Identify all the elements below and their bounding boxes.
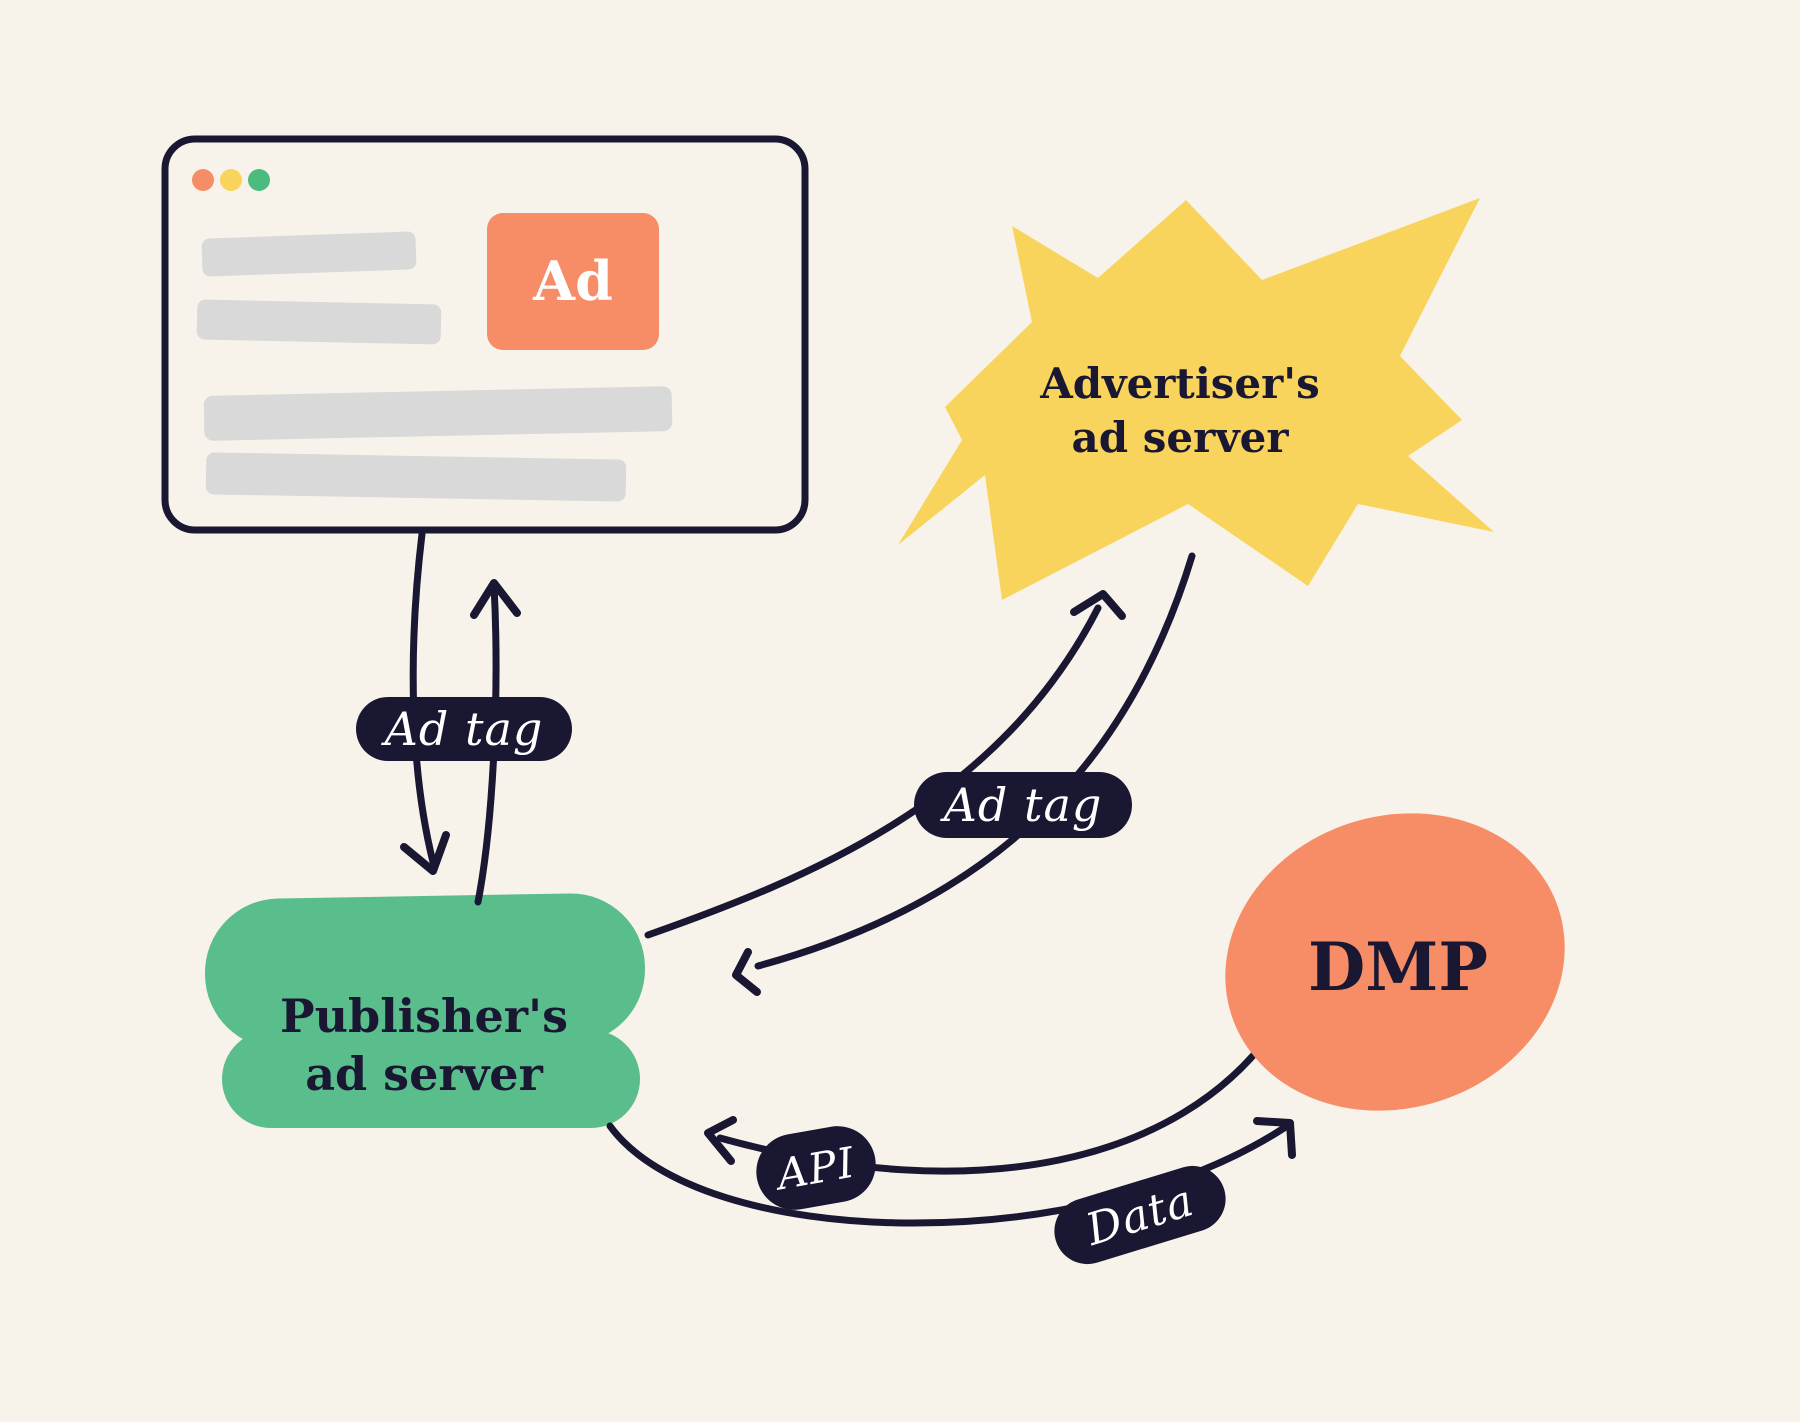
- pill-background: [756, 1126, 876, 1210]
- traffic-light-expand: [248, 169, 270, 191]
- pill-text: Ad tag: [940, 778, 1103, 832]
- publisher-blob-top: [205, 893, 645, 1049]
- edge-label-api: API: [756, 1126, 876, 1210]
- arrowhead-up-icon: [470, 579, 521, 619]
- arrow-publisher-to-advertiser: [644, 604, 1102, 939]
- ad-banner-label: Ad: [532, 249, 613, 313]
- placeholder-line: [205, 452, 627, 502]
- arrowhead-api-icon: [704, 1116, 737, 1165]
- publisher-label-line2: ad server: [305, 1047, 543, 1101]
- traffic-light-minimize: [220, 169, 242, 191]
- placeholder-line: [196, 299, 442, 345]
- publisher-blob-bottom: [222, 1030, 640, 1128]
- dmp-blob: [1225, 813, 1565, 1111]
- dmp-label: DMP: [1308, 928, 1488, 1006]
- arrowhead-data-icon: [1253, 1117, 1296, 1159]
- arrowhead-left-icon: [732, 948, 761, 996]
- advertiser-label-line2: ad server: [1072, 413, 1290, 462]
- placeholder-line: [201, 231, 417, 277]
- pill-text: Ad tag: [381, 702, 544, 756]
- edge-label-ad-tag-mid: Ad tag: [914, 772, 1132, 838]
- placeholder-line: [203, 386, 673, 441]
- publisher-blob: [205, 893, 645, 1128]
- edge-label-ad-tag-left: Ad tag: [356, 697, 572, 761]
- page-content-placeholder-lines: [196, 231, 673, 502]
- edge-label-data: Data: [1054, 1165, 1226, 1265]
- pill-background: [356, 697, 572, 761]
- advertiser-label-line1: Advertiser's: [1039, 359, 1320, 408]
- arrowhead-up-right-icon: [1070, 590, 1126, 620]
- browser-window: Ad: [161, 135, 809, 534]
- pill-background: [914, 772, 1132, 838]
- arrowhead-down-icon: [400, 831, 450, 875]
- ad-banner: [487, 213, 659, 350]
- advertiser-starburst-shape: [898, 198, 1494, 600]
- publisher-label-line1: Publisher's: [280, 989, 568, 1043]
- pill-background: [1054, 1165, 1226, 1265]
- traffic-light-close: [192, 169, 214, 191]
